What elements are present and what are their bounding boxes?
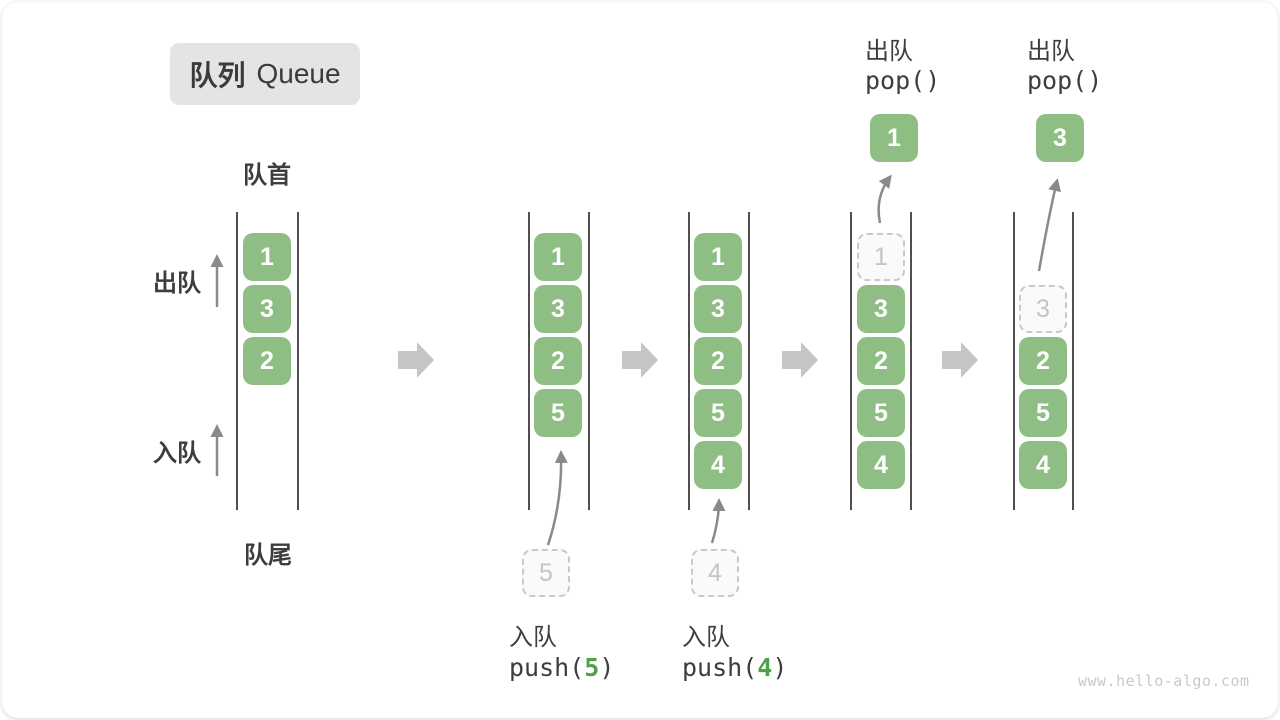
queue4-cell: 3: [857, 285, 905, 333]
queue4-cell: 2: [857, 337, 905, 385]
cell-value: 2: [260, 346, 274, 375]
cell-value: 4: [874, 450, 888, 479]
cell-value: 5: [539, 558, 553, 587]
queue5-right-wall: [1072, 212, 1074, 510]
queue5-removed-ghost-cell: 3: [1019, 285, 1067, 333]
cell-value: 4: [1036, 450, 1050, 479]
queue2-cell: 1: [534, 233, 582, 281]
queue5-popped-cell: 3: [1036, 114, 1084, 162]
cell-value: 3: [551, 294, 565, 323]
queue2-cell: 2: [534, 337, 582, 385]
queue2-incoming-ghost-cell: 5: [522, 549, 570, 597]
label-dequeue-side: 出队: [153, 270, 201, 297]
queue2-right-wall: [588, 212, 590, 510]
queue3-right-wall: [748, 212, 750, 510]
code-text: push(: [509, 653, 585, 682]
label-queue-rear: 队尾: [244, 542, 292, 569]
push4-code-label: push(4): [682, 653, 787, 682]
queue3-cell: 4: [694, 441, 742, 489]
queue5-cell: 5: [1019, 389, 1067, 437]
cell-value: 3: [260, 294, 274, 323]
cell-value: 3: [1036, 294, 1050, 323]
queue4-removed-ghost-cell: 1: [857, 233, 905, 281]
queue2-cell: 3: [534, 285, 582, 333]
cell-value: 2: [1036, 346, 1050, 375]
queue4-cell: 5: [857, 389, 905, 437]
queue1-cell: 2: [243, 337, 291, 385]
watermark: www.hello-algo.com: [1078, 672, 1250, 690]
code-arg: 5: [584, 653, 600, 682]
cell-value: 2: [551, 346, 565, 375]
code-arg: 4: [757, 653, 773, 682]
queue1-left-wall: [236, 212, 238, 510]
queue5-cell: 2: [1019, 337, 1067, 385]
queue4-popped-cell: 1: [870, 114, 918, 162]
code-text: ): [599, 653, 615, 682]
queue4-right-wall: [910, 212, 912, 510]
cell-value: 5: [1036, 398, 1050, 427]
queue2-left-wall: [528, 212, 530, 510]
cell-value: 5: [551, 398, 565, 427]
queue1-cell: 1: [243, 233, 291, 281]
cell-value: 2: [874, 346, 888, 375]
queue4-cell: 4: [857, 441, 905, 489]
cell-value: 3: [1053, 123, 1067, 152]
cell-value: 1: [260, 242, 274, 271]
queue1-right-wall: [297, 212, 299, 510]
cell-value: 3: [874, 294, 888, 323]
cell-value: 5: [711, 398, 725, 427]
cell-value: 1: [887, 123, 901, 152]
code-text: push(: [682, 653, 758, 682]
cell-value: 1: [551, 242, 565, 271]
cell-value: 1: [711, 242, 725, 271]
queue3-left-wall: [688, 212, 690, 510]
queue3-cell: 3: [694, 285, 742, 333]
queue5-cell: 4: [1019, 441, 1067, 489]
push5-code-label: push(5): [509, 653, 614, 682]
queue3-cell: 5: [694, 389, 742, 437]
pop3-code-label: pop(): [1027, 66, 1103, 95]
cell-value: 5: [874, 398, 888, 427]
cell-value: 1: [874, 242, 888, 271]
label-queue-front: 队首: [243, 162, 291, 189]
pop1-action-label: 出队: [865, 38, 913, 65]
title-badge: 队列 Queue: [170, 43, 360, 105]
queue3-incoming-ghost-cell: 4: [691, 549, 739, 597]
pop3-action-label: 出队: [1027, 38, 1075, 65]
queue3-cell: 1: [694, 233, 742, 281]
cell-value: 2: [711, 346, 725, 375]
queue2-cell: 5: [534, 389, 582, 437]
push4-action-label: 入队: [682, 624, 730, 651]
title-zh: 队列: [189, 60, 246, 91]
pop1-code-label: pop(): [865, 66, 941, 95]
queue3-cell: 2: [694, 337, 742, 385]
cell-value: 3: [711, 294, 725, 323]
cell-value: 4: [711, 450, 725, 479]
queue5-left-wall: [1013, 212, 1015, 510]
queue4-left-wall: [850, 212, 852, 510]
label-enqueue-side: 入队: [153, 440, 201, 467]
code-text: ): [772, 653, 788, 682]
push5-action-label: 入队: [509, 624, 557, 651]
queue1-cell: 3: [243, 285, 291, 333]
cell-value: 4: [708, 558, 722, 587]
title-en: Queue: [256, 58, 341, 89]
